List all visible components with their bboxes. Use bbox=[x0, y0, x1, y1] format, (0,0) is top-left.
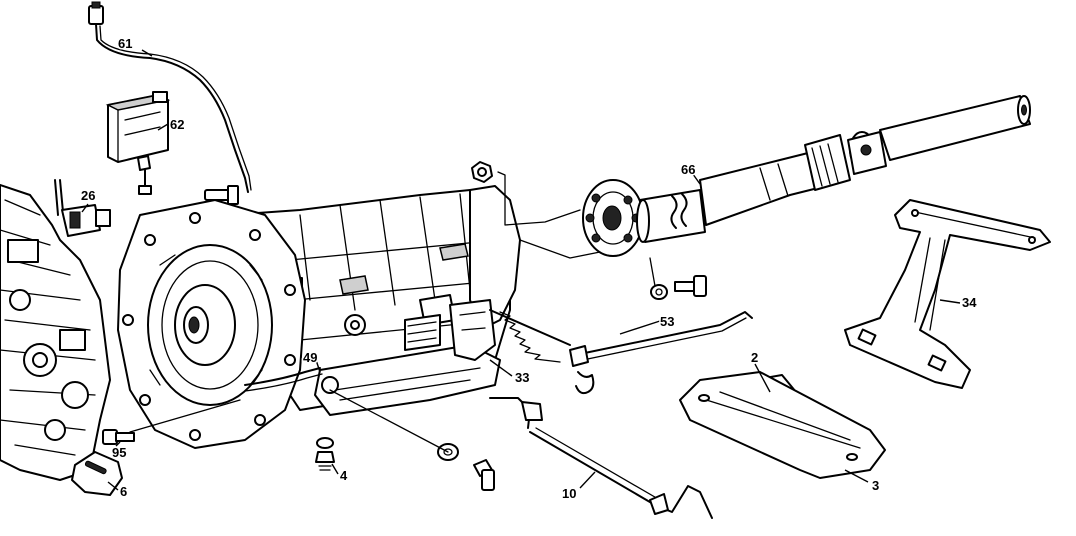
callout-2: 2 bbox=[751, 350, 758, 365]
shift-rod-10 bbox=[489, 397, 713, 519]
callout-10: 10 bbox=[562, 486, 576, 501]
callout-61: 61 bbox=[118, 36, 132, 51]
cooler-line-49 bbox=[244, 367, 323, 392]
flex-disc bbox=[582, 179, 644, 257]
support-bracket-3 bbox=[679, 371, 886, 479]
fasteners bbox=[102, 161, 707, 491]
callout-3: 3 bbox=[872, 478, 879, 493]
shift-rod-53 bbox=[569, 311, 753, 395]
engine-block bbox=[0, 184, 111, 481]
callout-95: 95 bbox=[112, 445, 126, 460]
callout-49: 49 bbox=[303, 350, 317, 365]
bell-housing bbox=[117, 199, 306, 449]
cover-plate-6 bbox=[71, 451, 123, 496]
wiring-harness-61 bbox=[88, 1, 252, 193]
bolt-top bbox=[204, 185, 239, 205]
callout-34: 34 bbox=[962, 295, 977, 310]
sensor-26 bbox=[54, 179, 111, 237]
callout-labels: 61 62 26 66 34 53 33 49 2 3 95 6 4 10 bbox=[80, 35, 979, 503]
callout-6: 6 bbox=[120, 484, 127, 499]
callout-66: 66 bbox=[681, 162, 695, 177]
callout-62: 62 bbox=[170, 117, 184, 132]
propeller-shaft-66 bbox=[636, 95, 1031, 243]
leader-lines bbox=[81, 49, 961, 491]
callout-4: 4 bbox=[340, 468, 348, 483]
crossmember-34 bbox=[844, 199, 1051, 389]
callout-26: 26 bbox=[81, 188, 95, 203]
control-module-62 bbox=[105, 91, 171, 195]
callout-53: 53 bbox=[660, 314, 674, 329]
callout-33: 33 bbox=[515, 370, 529, 385]
